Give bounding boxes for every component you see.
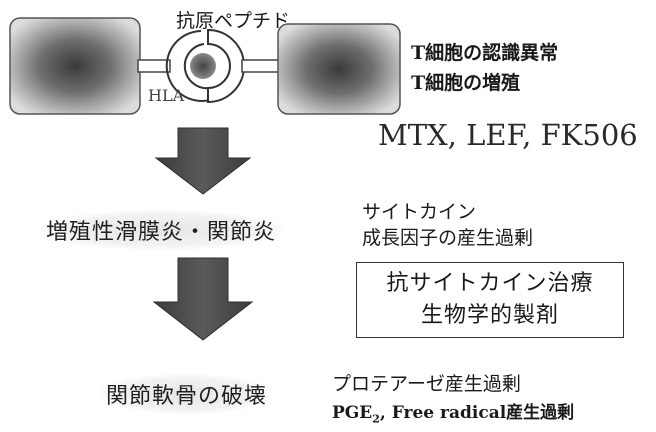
free-radical-text: , Free radical産生過剰 [379, 403, 575, 423]
right-connector [241, 59, 283, 73]
tcr-bracket [207, 28, 245, 104]
drug-list: MTX, LEF, FK506 [378, 118, 638, 152]
down-arrow-2 [152, 257, 254, 341]
pge-free-radical-note: PGE2, Free radical産生過剰 [332, 400, 574, 432]
antigen-peptide-dot [190, 53, 216, 79]
cytokine-note: サイトカイン [362, 201, 477, 223]
protease-note: プロテアーゼ産生過剰 [332, 373, 521, 395]
synovitis-stage-label: 増殖性滑膜炎・関節炎 [40, 210, 283, 250]
therapy-line-1: 抗サイトカイン治療 [386, 271, 594, 296]
right-cell [277, 23, 401, 115]
pge-text: PGE [332, 403, 373, 423]
growth-factor-note: 成長因子の産生過剰 [362, 227, 534, 249]
t-cell-recognition-note: T細胞の認識異常 [411, 42, 559, 64]
antigen-peptide-label: 抗原ペプチド [176, 10, 291, 32]
anti-cytokine-therapy-box: 抗サイトカイン治療 生物学的製剤 [356, 262, 624, 338]
hla-ring [165, 30, 211, 102]
down-arrow-1 [154, 127, 252, 195]
therapy-line-2: 生物学的製剤 [420, 303, 559, 328]
t-cell-proliferation-note: T細胞の増殖 [411, 72, 521, 94]
hla-label: HLA [148, 86, 185, 105]
cartilage-destruction-label: 関節軟骨の破壊 [100, 374, 274, 414]
left-connector [137, 59, 171, 73]
pge-subscript: 2 [372, 412, 380, 426]
left-cell [9, 17, 141, 115]
hla-ring-inner [183, 43, 211, 90]
